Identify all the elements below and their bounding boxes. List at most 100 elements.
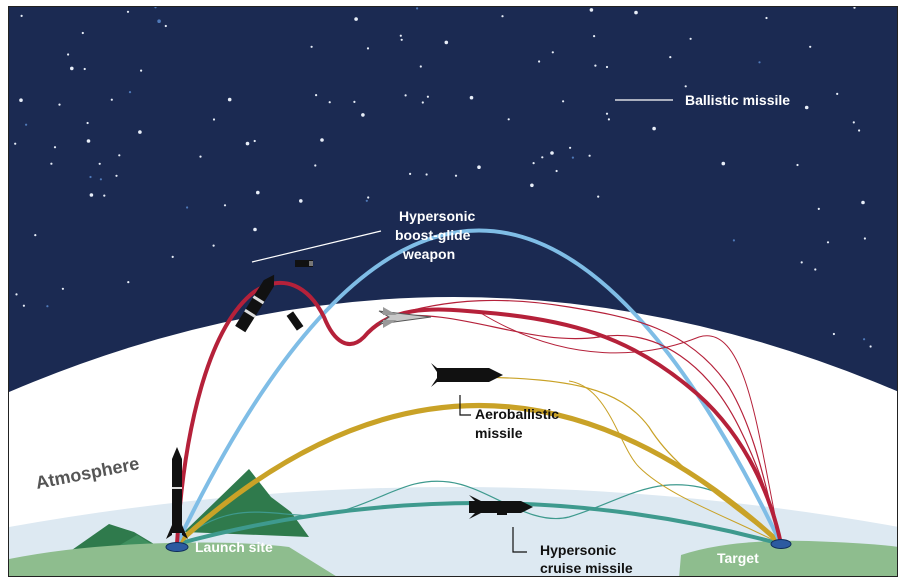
star xyxy=(81,31,84,35)
star xyxy=(652,126,656,131)
star xyxy=(61,287,64,290)
target-label: Target xyxy=(717,550,759,566)
star xyxy=(454,174,458,177)
star xyxy=(199,155,202,158)
star xyxy=(140,69,143,72)
star xyxy=(501,15,504,18)
cruise-missile-icon xyxy=(469,495,533,519)
star xyxy=(551,51,554,54)
boost-rocket-icon xyxy=(235,274,275,333)
star xyxy=(22,304,25,307)
cruise-missile-label-line2: cruise missile xyxy=(540,560,633,576)
boost-glide-label-line3: weapon xyxy=(402,246,455,262)
star xyxy=(400,38,403,41)
star xyxy=(70,66,74,71)
star xyxy=(853,7,856,9)
star xyxy=(103,194,106,197)
star xyxy=(814,268,817,271)
star xyxy=(15,293,18,296)
star xyxy=(689,37,692,40)
star xyxy=(320,138,324,142)
star xyxy=(732,239,736,242)
aeroballistic-leader xyxy=(459,395,471,416)
star xyxy=(354,17,358,21)
star xyxy=(796,163,799,167)
star xyxy=(157,19,161,23)
star xyxy=(14,142,17,145)
boost-glide-label-line2: boost-glide xyxy=(395,227,471,243)
star xyxy=(607,118,611,121)
star xyxy=(353,100,356,103)
boost-glide-variant-1 xyxy=(388,314,782,545)
star xyxy=(469,95,474,100)
star xyxy=(869,345,872,348)
star xyxy=(569,146,572,149)
star xyxy=(555,169,558,173)
launch-rocket-icon xyxy=(166,447,188,539)
star xyxy=(20,14,23,17)
star xyxy=(299,199,303,203)
star xyxy=(315,94,318,97)
star xyxy=(605,112,609,115)
boost-glide-leader xyxy=(251,230,382,263)
star xyxy=(589,8,594,12)
star xyxy=(314,164,317,167)
star xyxy=(83,67,86,71)
rocket-stage-debris-icon xyxy=(286,260,313,331)
star xyxy=(399,34,402,37)
star xyxy=(86,121,89,125)
star xyxy=(477,165,481,169)
launch-site-label: Launch site xyxy=(195,539,273,555)
star xyxy=(186,206,189,209)
star xyxy=(416,7,419,10)
target-marker xyxy=(770,539,792,549)
star xyxy=(138,130,142,134)
star xyxy=(115,174,118,177)
star xyxy=(328,101,331,104)
star xyxy=(721,161,726,166)
aeroballistic-branch-2 xyxy=(568,380,782,545)
star xyxy=(164,24,167,28)
star xyxy=(404,94,407,97)
boost-glide-variant-2 xyxy=(388,299,782,545)
star xyxy=(550,151,554,155)
aeroballistic-label-line2: missile xyxy=(475,425,523,441)
star xyxy=(361,113,365,117)
star xyxy=(425,173,428,176)
aeroballistic-missile-icon xyxy=(431,363,503,387)
star xyxy=(256,190,260,195)
star xyxy=(426,95,429,98)
star xyxy=(809,45,812,48)
star xyxy=(541,156,544,159)
star xyxy=(421,101,424,104)
star xyxy=(46,305,49,308)
star xyxy=(171,255,174,258)
star xyxy=(245,141,250,146)
star xyxy=(212,244,215,247)
star xyxy=(826,241,830,244)
star xyxy=(419,65,422,68)
star xyxy=(53,146,57,149)
star xyxy=(58,103,61,106)
star xyxy=(669,56,672,59)
star xyxy=(25,123,28,126)
star xyxy=(253,227,257,232)
boost-glide-trajectory xyxy=(175,280,783,545)
star xyxy=(532,162,535,165)
star xyxy=(365,199,368,202)
star xyxy=(817,207,820,210)
star xyxy=(67,53,70,56)
ground-right xyxy=(679,540,897,576)
star xyxy=(99,178,102,181)
star xyxy=(444,40,449,45)
star xyxy=(562,100,565,103)
star xyxy=(227,97,232,102)
star xyxy=(98,162,101,165)
aeroballistic-label-line1: Aeroballistic xyxy=(475,406,559,422)
star xyxy=(863,338,866,341)
star xyxy=(634,10,638,15)
star xyxy=(530,183,534,188)
star xyxy=(832,332,836,336)
star xyxy=(852,121,855,124)
launch-site-marker xyxy=(165,542,189,552)
